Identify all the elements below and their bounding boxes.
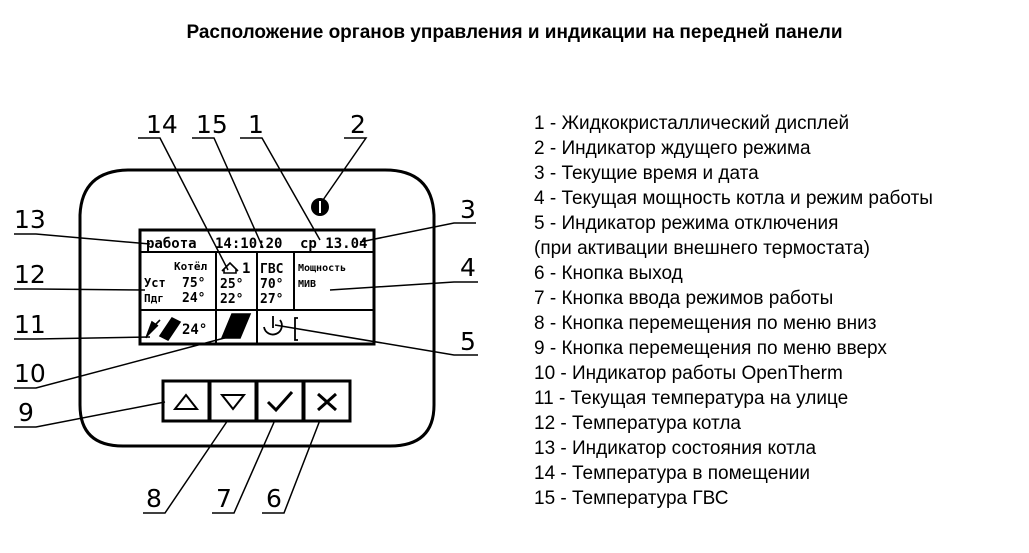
legend-item: 12 - Температура котла: [534, 413, 741, 434]
checkmark-icon: [266, 391, 294, 413]
house-icon: [221, 261, 239, 274]
outdoor-temperature-icon: [145, 316, 182, 342]
callout-3: 3: [460, 195, 476, 224]
lcd-power-value: МИВ: [298, 279, 316, 290]
legend-item: 2 - Индикатор ждущего режима: [534, 138, 811, 159]
lcd-time-text: 14:10:20: [215, 236, 282, 252]
callout-12: 12: [14, 260, 46, 289]
callout-4: 4: [460, 253, 476, 282]
legend-item: 5 - Индикатор режима отключения: [534, 213, 839, 234]
callout-9: 9: [18, 398, 34, 427]
lcd-supply-value: 24°: [182, 291, 205, 306]
callout-10: 10: [14, 359, 46, 388]
callout-2: 2: [350, 110, 366, 139]
callout-7: 7: [216, 484, 232, 513]
opentherm-icon: [220, 313, 252, 339]
triangle-down-icon: [219, 394, 247, 411]
lcd-date-text: ср 13.04: [300, 236, 367, 252]
legend-item: 13 - Индикатор состояния котла: [534, 438, 817, 459]
callout-5: 5: [460, 327, 476, 356]
page-title: Расположение органов управления и индика…: [186, 22, 843, 43]
callout-8: 8: [146, 484, 162, 513]
menu-down-button[interactable]: [208, 379, 258, 423]
callout-14: 14: [146, 110, 178, 139]
callout-15: 15: [196, 110, 228, 139]
legend-item: 3 - Текущие время и дата: [534, 163, 759, 184]
legend-list: 1 - Жидкокристаллический дисплей 2 - Инд…: [534, 111, 933, 511]
callout-1: 1: [248, 110, 264, 139]
legend-item: 4 - Текущая мощность котла и режим работ…: [534, 188, 933, 209]
enter-mode-button[interactable]: [255, 379, 305, 423]
lcd-dhw-set: 70°: [260, 277, 283, 292]
callout-13: 13: [14, 205, 46, 234]
legend-item: 8 - Кнопка перемещения по меню вниз: [534, 313, 877, 334]
legend-item: 7 - Кнопка ввода режимов работы: [534, 288, 834, 309]
close-icon: [317, 392, 337, 412]
lcd-set-label: Уст: [144, 276, 166, 290]
lcd-dhw-value: 27°: [260, 292, 283, 307]
legend-item: 1 - Жидкокристаллический дисплей: [534, 113, 850, 134]
lcd-boiler-label: Котёл: [174, 260, 207, 273]
callout-11: 11: [14, 310, 46, 339]
lcd-outdoor-temp: 24°: [182, 322, 207, 338]
lcd-boiler-mode: 1: [242, 261, 250, 277]
legend-item: 10 - Индикатор работы OpenTherm: [534, 363, 843, 384]
legend-item: 9 - Кнопка перемещения по меню вверх: [534, 338, 887, 359]
menu-up-button[interactable]: [161, 379, 211, 423]
lcd-dhw-label: ГВС: [260, 262, 283, 277]
legend-item: 6 - Кнопка выход: [534, 263, 683, 284]
lcd-set-value: 75°: [182, 276, 205, 291]
device-housing: [78, 168, 436, 448]
lcd-supply-label: Пдг: [144, 292, 164, 305]
lcd-power-label: Мощность: [298, 263, 346, 274]
legend-item: 14 - Температура в помещении: [534, 463, 810, 484]
shutdown-indicator-icon: [263, 319, 283, 336]
legend-item: 11 - Текущая температура на улице: [534, 388, 849, 409]
exit-button[interactable]: [302, 379, 352, 423]
legend-item: 15 - Температура ГВС: [534, 488, 729, 509]
legend-item: (при активации внешнего термостата): [534, 238, 870, 259]
leader-lines: [14, 137, 478, 514]
triangle-up-icon: [172, 393, 200, 410]
lcd-room-set: 25°: [220, 277, 243, 292]
lcd-room-value: 22°: [220, 292, 243, 307]
lcd-status-text: работа: [146, 236, 197, 252]
callout-6: 6: [266, 484, 282, 513]
